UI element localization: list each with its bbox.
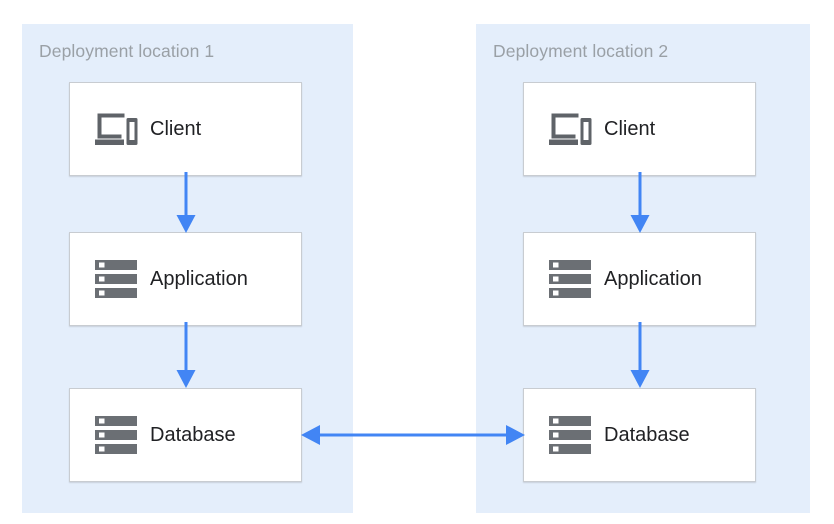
node-client-2-label: Client: [604, 117, 656, 140]
node-application-1-label: Application: [150, 267, 248, 290]
zone-1-title: Deployment location 1: [39, 41, 215, 61]
node-client-2[interactable]: Client: [523, 82, 756, 176]
node-database-2[interactable]: Database: [523, 388, 756, 482]
node-application-2-label: Application: [604, 267, 702, 290]
server-rack-icon: [82, 416, 150, 454]
arrow-client2-to-application2: [630, 172, 650, 233]
server-rack-icon: [536, 416, 604, 454]
arrow-client1-to-application1: [176, 172, 196, 233]
server-rack-icon: [536, 260, 604, 298]
arrow-database1-to-database2-bidirectional: [301, 425, 525, 445]
client-devices-icon: [82, 111, 150, 147]
server-rack-icon: [82, 260, 150, 298]
zone-2-title: Deployment location 2: [493, 41, 669, 61]
node-database-1-label: Database: [150, 423, 236, 446]
node-application-1[interactable]: Application: [69, 232, 302, 326]
node-client-1[interactable]: Client: [69, 82, 302, 176]
node-client-1-label: Client: [150, 117, 202, 140]
client-devices-icon: [536, 111, 604, 147]
node-database-2-label: Database: [604, 423, 690, 446]
node-application-2[interactable]: Application: [523, 232, 756, 326]
node-database-1[interactable]: Database: [69, 388, 302, 482]
arrow-application2-to-database2: [630, 322, 650, 388]
arrow-application1-to-database1: [176, 322, 196, 388]
